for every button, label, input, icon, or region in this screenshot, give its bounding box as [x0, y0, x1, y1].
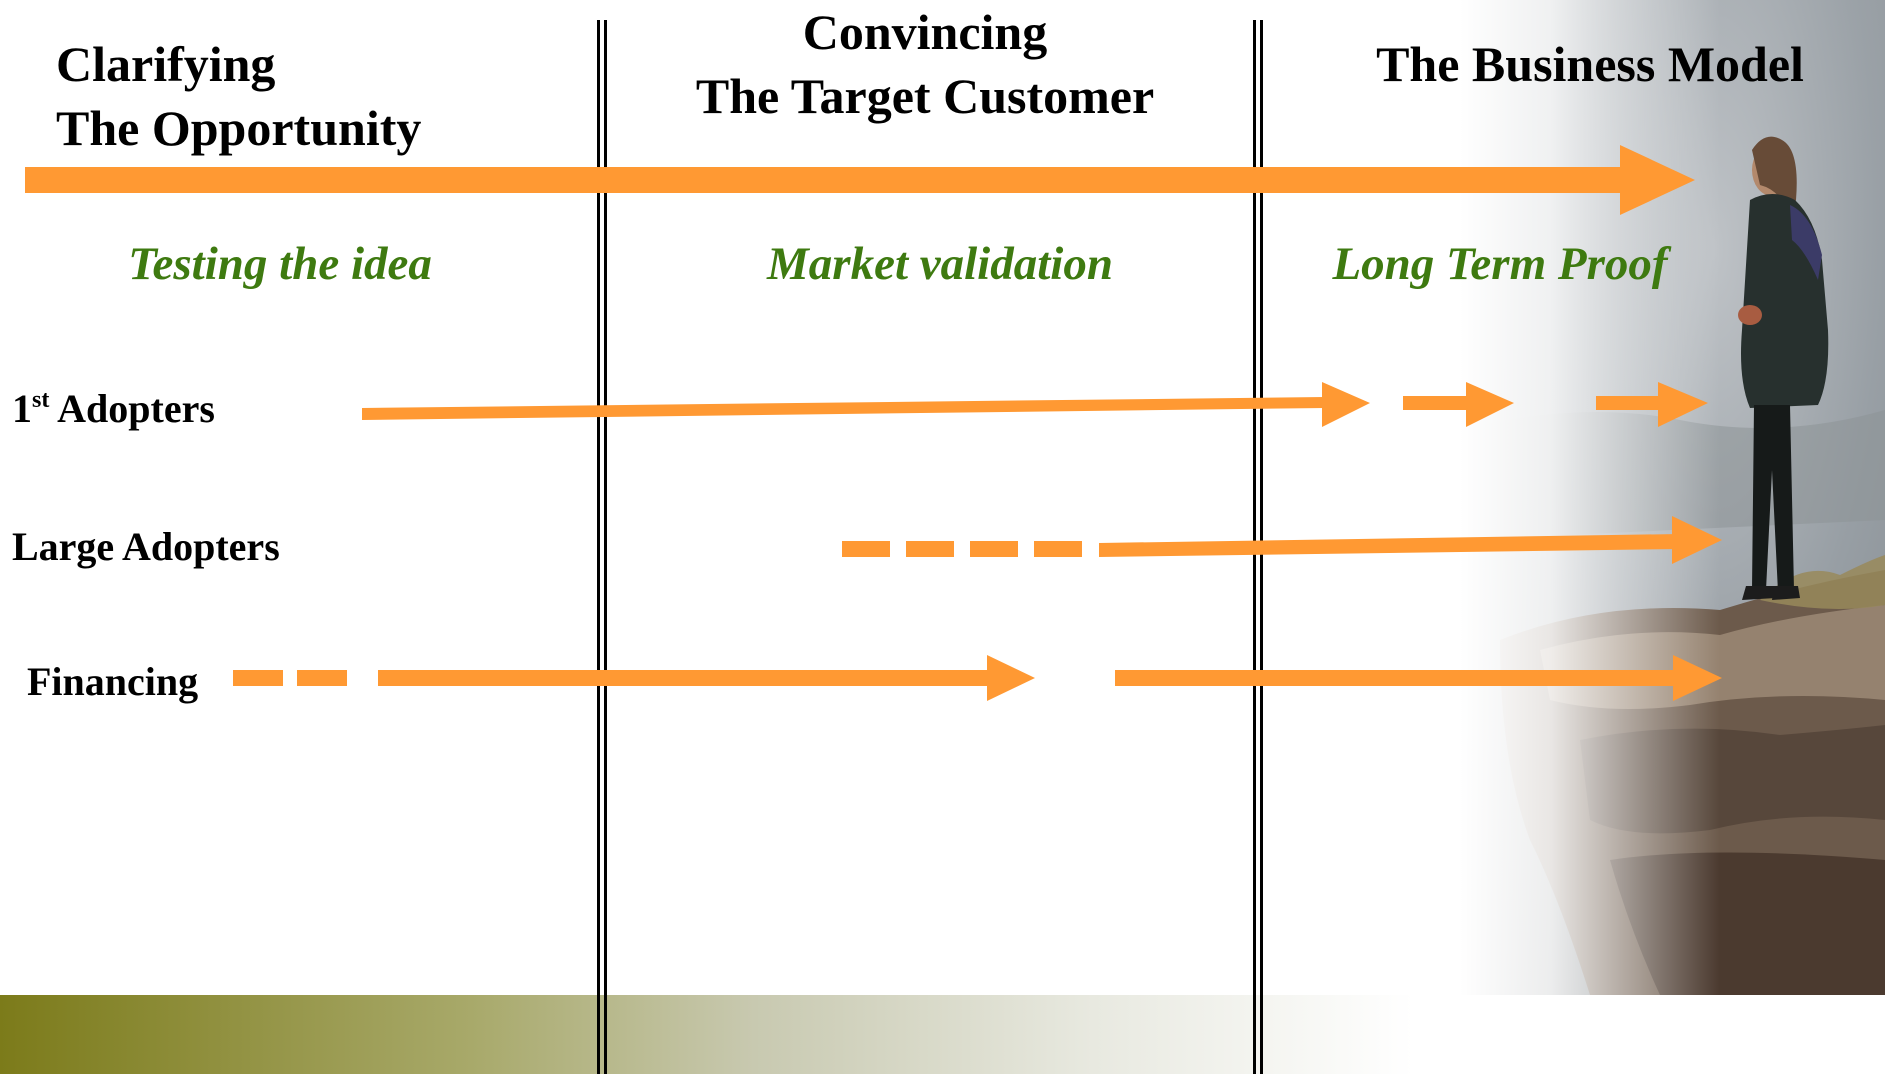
row-label-large-adopters: Large Adopters — [12, 524, 280, 569]
first-adopters-arrows — [362, 382, 1708, 427]
stage-title-line: The Opportunity — [56, 100, 422, 156]
stage-title-line: The Target Customer — [695, 68, 1155, 124]
stage-title-business-model: The Business Model — [1330, 32, 1850, 96]
stage-title-line: Convincing — [802, 4, 1048, 60]
large-adopters-arrows — [842, 516, 1722, 564]
phase-long-term-proof: Long Term Proof — [1332, 238, 1668, 290]
stage-title-convincing: Convincing The Target Customer — [600, 0, 1250, 128]
timeline-arrow — [25, 145, 1695, 215]
phase-testing-the-idea: Testing the idea — [128, 238, 432, 290]
row-label-ordinal: st — [32, 387, 50, 413]
stage-title-line: The Business Model — [1376, 36, 1804, 92]
stage-divider-1 — [597, 20, 607, 1074]
photo-fade-overlay — [1460, 0, 1720, 995]
footer-gradient-band — [0, 995, 1885, 1074]
stage-title-line: Clarifying — [56, 36, 276, 92]
phase-market-validation: Market validation — [767, 238, 1113, 290]
row-label-number: 1 — [12, 386, 32, 431]
financing-arrows — [233, 655, 1722, 701]
row-label-first-adopters: 1st Adopters — [12, 385, 215, 433]
stage-title-clarifying: Clarifying The Opportunity — [56, 32, 421, 160]
row-label-text: Adopters — [49, 386, 215, 431]
row-label-financing: Financing — [27, 659, 199, 704]
